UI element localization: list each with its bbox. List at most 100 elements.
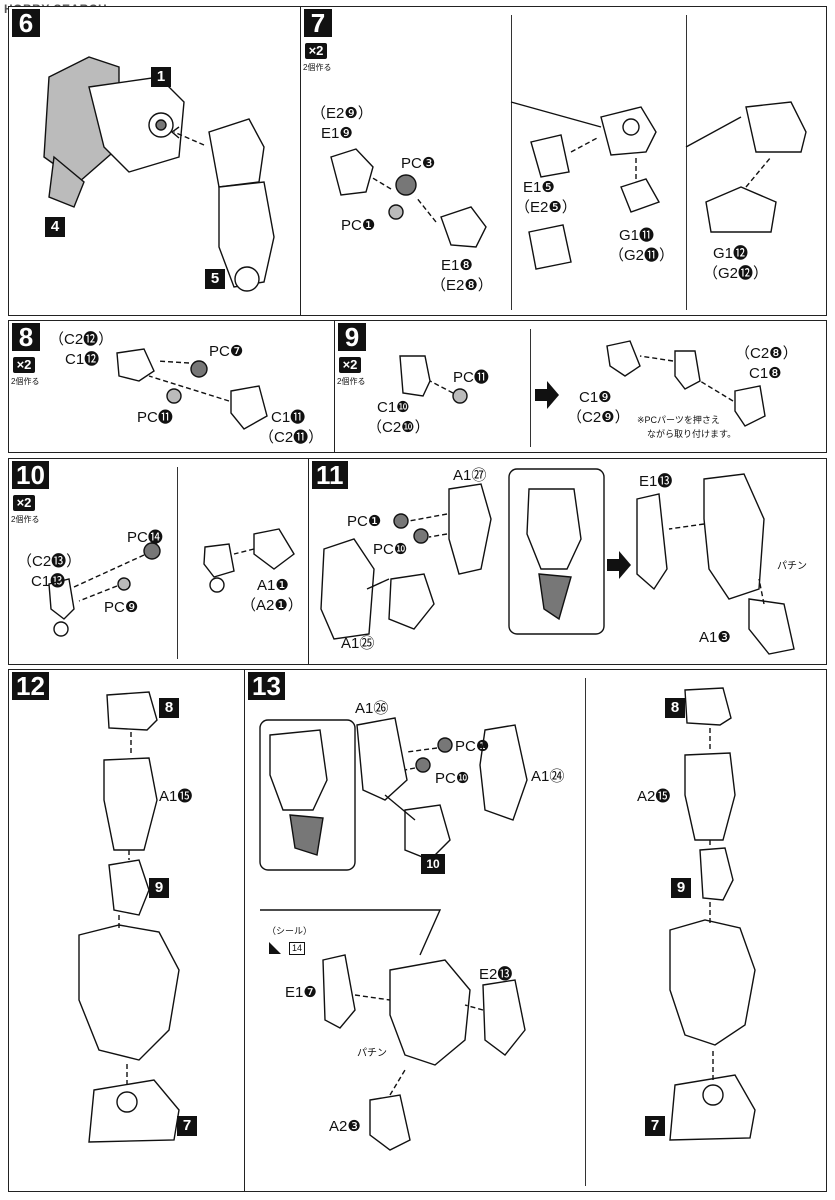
label-e113: E1⓭	[639, 473, 673, 490]
step-number: 12	[12, 672, 49, 700]
make-two-badge: ×2	[305, 43, 327, 59]
label-a215: A2⓯	[637, 788, 671, 805]
callout-8: 8	[665, 698, 685, 718]
step-7-panel: 7 ×2 2個作る （E2❾） E1❾ PC❸ PC❶ E1❽ （E2❽） E1…	[300, 6, 827, 316]
make-two-note: 2個作る	[303, 63, 332, 72]
step-12-panel: 12 8 A1⓯ 9 7	[8, 669, 245, 1192]
label-c111: C1⓫	[271, 409, 306, 426]
label-a125: A1㉕	[341, 635, 375, 652]
label-a126: A1㉖	[355, 700, 389, 717]
divider	[511, 15, 512, 310]
label-e28: （E2❽）	[431, 277, 493, 294]
label-a115: A1⓯	[159, 788, 193, 805]
step-6-panel: 6 1 4 5	[8, 6, 301, 316]
label-a124: A1㉔	[531, 768, 565, 785]
label-pc1: PC❶	[455, 738, 490, 755]
step-9-panel: 9 ×2 2個作る C1❿ （C2❿） PC⓫ （C2❽） C1❽ C1❾ （C…	[334, 320, 827, 453]
make-two-badge: ×2	[339, 357, 361, 373]
label-c29: （C2❾）	[567, 409, 630, 426]
label-g111: G1⓫	[619, 227, 655, 244]
label-e18: E1❽	[441, 257, 473, 274]
callout-9: 9	[671, 878, 691, 898]
step-9-illustration	[399, 340, 766, 427]
label-g211: （G2⓫）	[609, 247, 675, 264]
callout-1: 1	[151, 67, 171, 87]
label-pc3: PC❸	[401, 155, 436, 172]
label-c213: （C2⓭）	[17, 553, 82, 570]
callout-8: 8	[159, 698, 179, 718]
divider	[585, 678, 586, 1186]
step-8-illustration	[116, 348, 268, 430]
step-11-illustration	[320, 468, 795, 655]
make-two-note: 2個作る	[337, 377, 366, 386]
label-pc11: PC⓫	[453, 369, 489, 386]
label-c110: C1❿	[377, 399, 410, 416]
label-c211: （C2⓫）	[259, 429, 324, 446]
label-pc1: PC❶	[347, 513, 382, 530]
label-c113: C1⓭	[31, 573, 66, 590]
step-8-panel: 8 ×2 2個作る （C2⓬） C1⓬ PC❼ PC⓫ C1⓫ （C2⓫）	[8, 320, 335, 453]
step-13-panel: 13 A1㉖ PC❶ PC❿ A1㉔ 10 （シール） 14 E1❼ E2⓭ パ…	[244, 669, 827, 1192]
step-7-illustration	[330, 101, 807, 270]
step-number: 7	[304, 9, 332, 37]
label-a127: A1㉗	[453, 467, 487, 484]
label-a13: A1❸	[699, 629, 731, 646]
callout-5: 5	[205, 269, 225, 289]
label-pc1: PC❶	[341, 217, 376, 234]
label-e213: E2⓭	[479, 966, 513, 983]
snap-sound: パチン	[357, 1048, 387, 1059]
step-13-illustration	[259, 687, 756, 1151]
step-number: 10	[12, 461, 49, 489]
step-11-panel: 11 A1㉗ PC❶ PC❿ A1㉕ E1⓭ パチン A1❸	[308, 458, 827, 665]
label-e25: （E2❺）	[515, 199, 577, 216]
label-pc14: PC⓮	[127, 529, 163, 546]
label-pc9: PC❾	[104, 599, 139, 616]
label-a11: A1❶	[257, 577, 289, 594]
step-6-illustration	[43, 56, 275, 292]
step-number: 6	[12, 9, 40, 37]
label-pc10: PC❿	[435, 770, 470, 787]
seal-number: 14	[289, 942, 306, 955]
label-c210: （C2❿）	[367, 419, 430, 436]
make-two-note: 2個作る	[11, 377, 40, 386]
label-c212: （C2⓬）	[49, 331, 114, 348]
label-e19: E1❾	[321, 125, 353, 142]
divider	[177, 467, 178, 659]
step-number: 9	[338, 323, 366, 351]
note-line-2: ながら取り付けます。	[647, 429, 737, 439]
divider	[530, 329, 531, 447]
label-c18: C1❽	[749, 365, 782, 382]
step-number: 13	[248, 672, 285, 700]
divider	[686, 15, 687, 310]
label-a23: A2❸	[329, 1118, 361, 1135]
label-c112: C1⓬	[65, 351, 100, 368]
label-g112: G1⓬	[713, 245, 749, 262]
step-number: 8	[12, 323, 40, 351]
label-c28: （C2❽）	[735, 345, 798, 362]
label-pc11: PC⓫	[137, 409, 173, 426]
label-e29: （E2❾）	[311, 105, 373, 122]
note-line-1: ※PCパーツを押さえ	[637, 415, 720, 425]
callout-7: 7	[177, 1116, 197, 1136]
callout-4: 4	[45, 217, 65, 237]
label-a21: （A2❶）	[241, 597, 303, 614]
seal-label: （シール）	[267, 926, 313, 936]
make-two-note: 2個作る	[11, 515, 40, 524]
label-c19: C1❾	[579, 389, 612, 406]
callout-10: 10	[421, 854, 445, 874]
callout-7: 7	[645, 1116, 665, 1136]
label-e17: E1❼	[285, 984, 317, 1001]
make-two-badge: ×2	[13, 495, 35, 511]
step-10-panel: 10 ×2 2個作る （C2⓭） C1⓭ PC⓮ PC❾ A1❶ （A2❶）	[8, 458, 309, 665]
step-number: 11	[312, 461, 348, 489]
seal-icon	[269, 942, 281, 954]
label-g212: （G2⓬）	[703, 265, 769, 282]
label-pc7: PC❼	[209, 343, 244, 360]
make-two-badge: ×2	[13, 357, 35, 373]
step-10-illustration	[48, 528, 295, 637]
step-12-illustration	[78, 691, 180, 1143]
snap-sound: パチン	[777, 561, 807, 572]
label-e15: E1❺	[523, 179, 555, 196]
label-pc10: PC❿	[373, 541, 408, 558]
callout-9: 9	[149, 878, 169, 898]
